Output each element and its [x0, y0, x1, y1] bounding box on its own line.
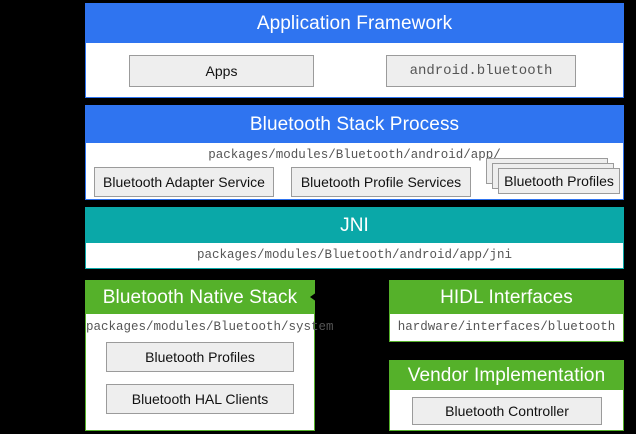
node-apps[interactable]: Apps: [129, 55, 314, 87]
node-android-bluetooth[interactable]: android.bluetooth: [386, 55, 576, 87]
native-stack-to-hidl-connector: [315, 296, 391, 298]
node-bluetooth-hal-clients-label: Bluetooth HAL Clients: [131, 391, 269, 407]
jni-body: packages/modules/Bluetooth/android/app/j…: [85, 243, 624, 269]
bluetooth-profiles-card-front[interactable]: Bluetooth Profiles: [498, 168, 620, 194]
hidl-interfaces-body: hardware/interfaces/bluetooth: [389, 314, 624, 342]
layer-jni: JNI packages/modules/Bluetooth/android/a…: [85, 207, 624, 269]
layer-bluetooth-native-stack: Bluetooth Native Stack packages/modules/…: [85, 280, 334, 431]
application-framework-header: Application Framework: [85, 3, 624, 43]
node-bluetooth-controller[interactable]: Bluetooth Controller: [412, 397, 602, 425]
connector-arrowhead-right: [384, 292, 391, 302]
node-apps-label: Apps: [205, 63, 238, 79]
node-bluetooth-hal-clients[interactable]: Bluetooth HAL Clients: [106, 384, 294, 414]
layer-bluetooth-stack-process: Bluetooth Stack Process packages/modules…: [85, 105, 624, 200]
node-native-bluetooth-profiles[interactable]: Bluetooth Profiles: [106, 342, 294, 372]
layer-vendor-implementation: Vendor Implementation Bluetooth Controll…: [389, 360, 624, 431]
bluetooth-stack-process-body: packages/modules/Bluetooth/android/app/ …: [85, 143, 624, 200]
layer-hidl-interfaces: HIDL Interfaces hardware/interfaces/blue…: [389, 280, 624, 342]
bluetooth-native-stack-header: Bluetooth Native Stack: [85, 280, 315, 314]
connector-arrowhead-left: [310, 292, 317, 302]
node-android-bluetooth-label: android.bluetooth: [409, 63, 553, 79]
bluetooth-native-stack-body: packages/modules/Bluetooth/system Blueto…: [85, 314, 334, 431]
hidl-interfaces-path: hardware/interfaces/bluetooth: [397, 320, 616, 334]
node-bluetooth-profiles-stack[interactable]: Bluetooth Profiles: [486, 158, 621, 203]
jni-header: JNI: [85, 207, 624, 243]
node-bluetooth-adapter-service[interactable]: Bluetooth Adapter Service: [94, 167, 274, 197]
layer-application-framework: Application Framework Apps android.bluet…: [85, 3, 624, 98]
node-native-bluetooth-profiles-label: Bluetooth Profiles: [145, 349, 255, 365]
node-bluetooth-profile-services-label: Bluetooth Profile Services: [300, 174, 462, 190]
jni-path: packages/modules/Bluetooth/android/app/j…: [196, 248, 513, 262]
bluetooth-stack-process-header: Bluetooth Stack Process: [85, 105, 624, 143]
node-bluetooth-profile-services[interactable]: Bluetooth Profile Services: [291, 167, 471, 197]
application-framework-body: Apps android.bluetooth: [85, 43, 624, 98]
vendor-implementation-body: Bluetooth Controller: [389, 390, 624, 431]
node-bluetooth-adapter-service-label: Bluetooth Adapter Service: [103, 174, 265, 190]
bluetooth-native-stack-path: packages/modules/Bluetooth/system: [86, 320, 334, 334]
vendor-implementation-header: Vendor Implementation: [389, 360, 624, 390]
node-bluetooth-profiles-stack-label: Bluetooth Profiles: [504, 173, 614, 189]
bluetooth-stack-process-path: packages/modules/Bluetooth/android/app/: [208, 148, 501, 162]
hidl-interfaces-header: HIDL Interfaces: [389, 280, 624, 314]
node-bluetooth-controller-label: Bluetooth Controller: [445, 403, 569, 419]
